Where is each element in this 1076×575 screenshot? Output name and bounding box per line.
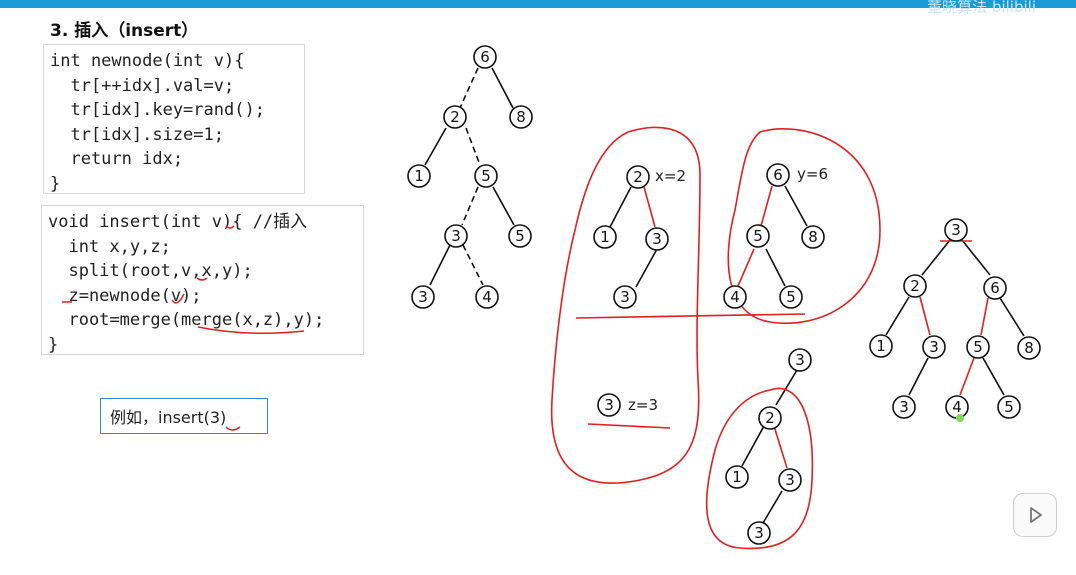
play-icon: [1030, 507, 1042, 523]
node-label: 3: [795, 351, 805, 369]
code-line: }: [48, 334, 59, 355]
cursor-dot: [956, 414, 964, 422]
code-line: tr[++idx].val=v;: [50, 75, 235, 96]
outline-merged-subtree: [705, 387, 814, 550]
node-label: 3: [929, 338, 939, 356]
annotation-underline: [196, 277, 208, 281]
node-label: 4: [730, 288, 740, 306]
code-line: }: [50, 173, 61, 194]
node-label: 2: [765, 409, 775, 427]
code-line: return idx;: [50, 149, 184, 169]
node-label: 5: [753, 227, 763, 245]
watermark: 董晓算法 bilibili: [927, 0, 1036, 16]
node-label: 3: [754, 524, 764, 542]
red-annotations: [550, 126, 881, 550]
top-bar: [0, 0, 1076, 8]
node-label: 3: [604, 396, 614, 414]
node-label: 3: [899, 398, 909, 416]
example-box: 例如，insert(3): [100, 398, 268, 434]
tree-final: [885, 239, 1025, 396]
code-line: split(root,v,x,y);: [48, 261, 253, 281]
annotation-underline: [225, 225, 235, 229]
example-label: 例如，insert(3): [110, 408, 227, 427]
node-label: 2: [450, 108, 460, 126]
y-label: y=6: [797, 165, 828, 183]
code-line: tr[idx].key=rand();: [50, 100, 265, 120]
annotation-underline: [225, 426, 241, 431]
node-label: 5: [481, 167, 491, 185]
code-line: int newnode(int v){: [50, 51, 245, 71]
z-label: z=3: [628, 396, 658, 414]
play-button[interactable]: [1013, 493, 1057, 537]
node-label: 8: [808, 228, 818, 246]
nodes: [407, 45, 1041, 545]
node-label: 6: [773, 166, 783, 184]
annotation-underline: [171, 293, 185, 304]
node-label: 8: [516, 108, 526, 126]
tree-original: [424, 67, 515, 286]
node-label: 3: [418, 288, 428, 306]
node-label: 1: [876, 337, 886, 355]
code-line: int x,y,z;: [48, 236, 171, 257]
node-label: 5: [973, 338, 983, 356]
section-title: 3. 插入（insert）: [50, 21, 199, 41]
outline-right-subtree: [727, 128, 881, 324]
tree-merged-xz: [741, 369, 798, 524]
node-label: 4: [482, 288, 492, 306]
z-underline: [587, 423, 671, 429]
split-line: [575, 313, 806, 319]
code-line: void insert(int v){ //插入: [48, 212, 308, 232]
node-label: 1: [414, 167, 424, 185]
code-line: tr[idx].size=1;: [50, 124, 224, 145]
node-label: 3: [620, 288, 630, 306]
node-label: 1: [600, 228, 610, 246]
code-line: z=newnode(v);: [48, 285, 202, 306]
node-label: 3: [451, 227, 461, 245]
node-labels: 6 2 8 1 5 3 5 3 4 2 1 3 3 6 5 8 4 5 3 3 …: [414, 48, 1034, 542]
code-annotations: [62, 225, 305, 431]
node-label: 6: [990, 279, 1000, 297]
node-label: 5: [515, 227, 525, 245]
tree-x: [609, 186, 658, 288]
node-label: 4: [952, 398, 962, 416]
code-block-newnode: int newnode(int v){ tr[++idx].val=v; tr[…: [43, 44, 305, 194]
annotation-underline: [197, 326, 305, 334]
tree-y: [737, 185, 808, 287]
node-label: 8: [1024, 339, 1034, 357]
node-label: 5: [786, 288, 796, 306]
node-label: 3: [652, 230, 662, 248]
node-label: 6: [480, 48, 490, 66]
node-label: 2: [910, 277, 920, 295]
code-line: root=merge(merge(x,z),y);: [48, 310, 325, 330]
node-label: 3: [785, 471, 795, 489]
x-label: x=2: [655, 167, 686, 185]
outline-left-subtree: [550, 126, 701, 484]
node-label: 5: [1004, 398, 1014, 416]
node-label: 3: [951, 221, 961, 239]
node-label: 1: [732, 468, 742, 486]
node-label: 2: [633, 168, 643, 186]
